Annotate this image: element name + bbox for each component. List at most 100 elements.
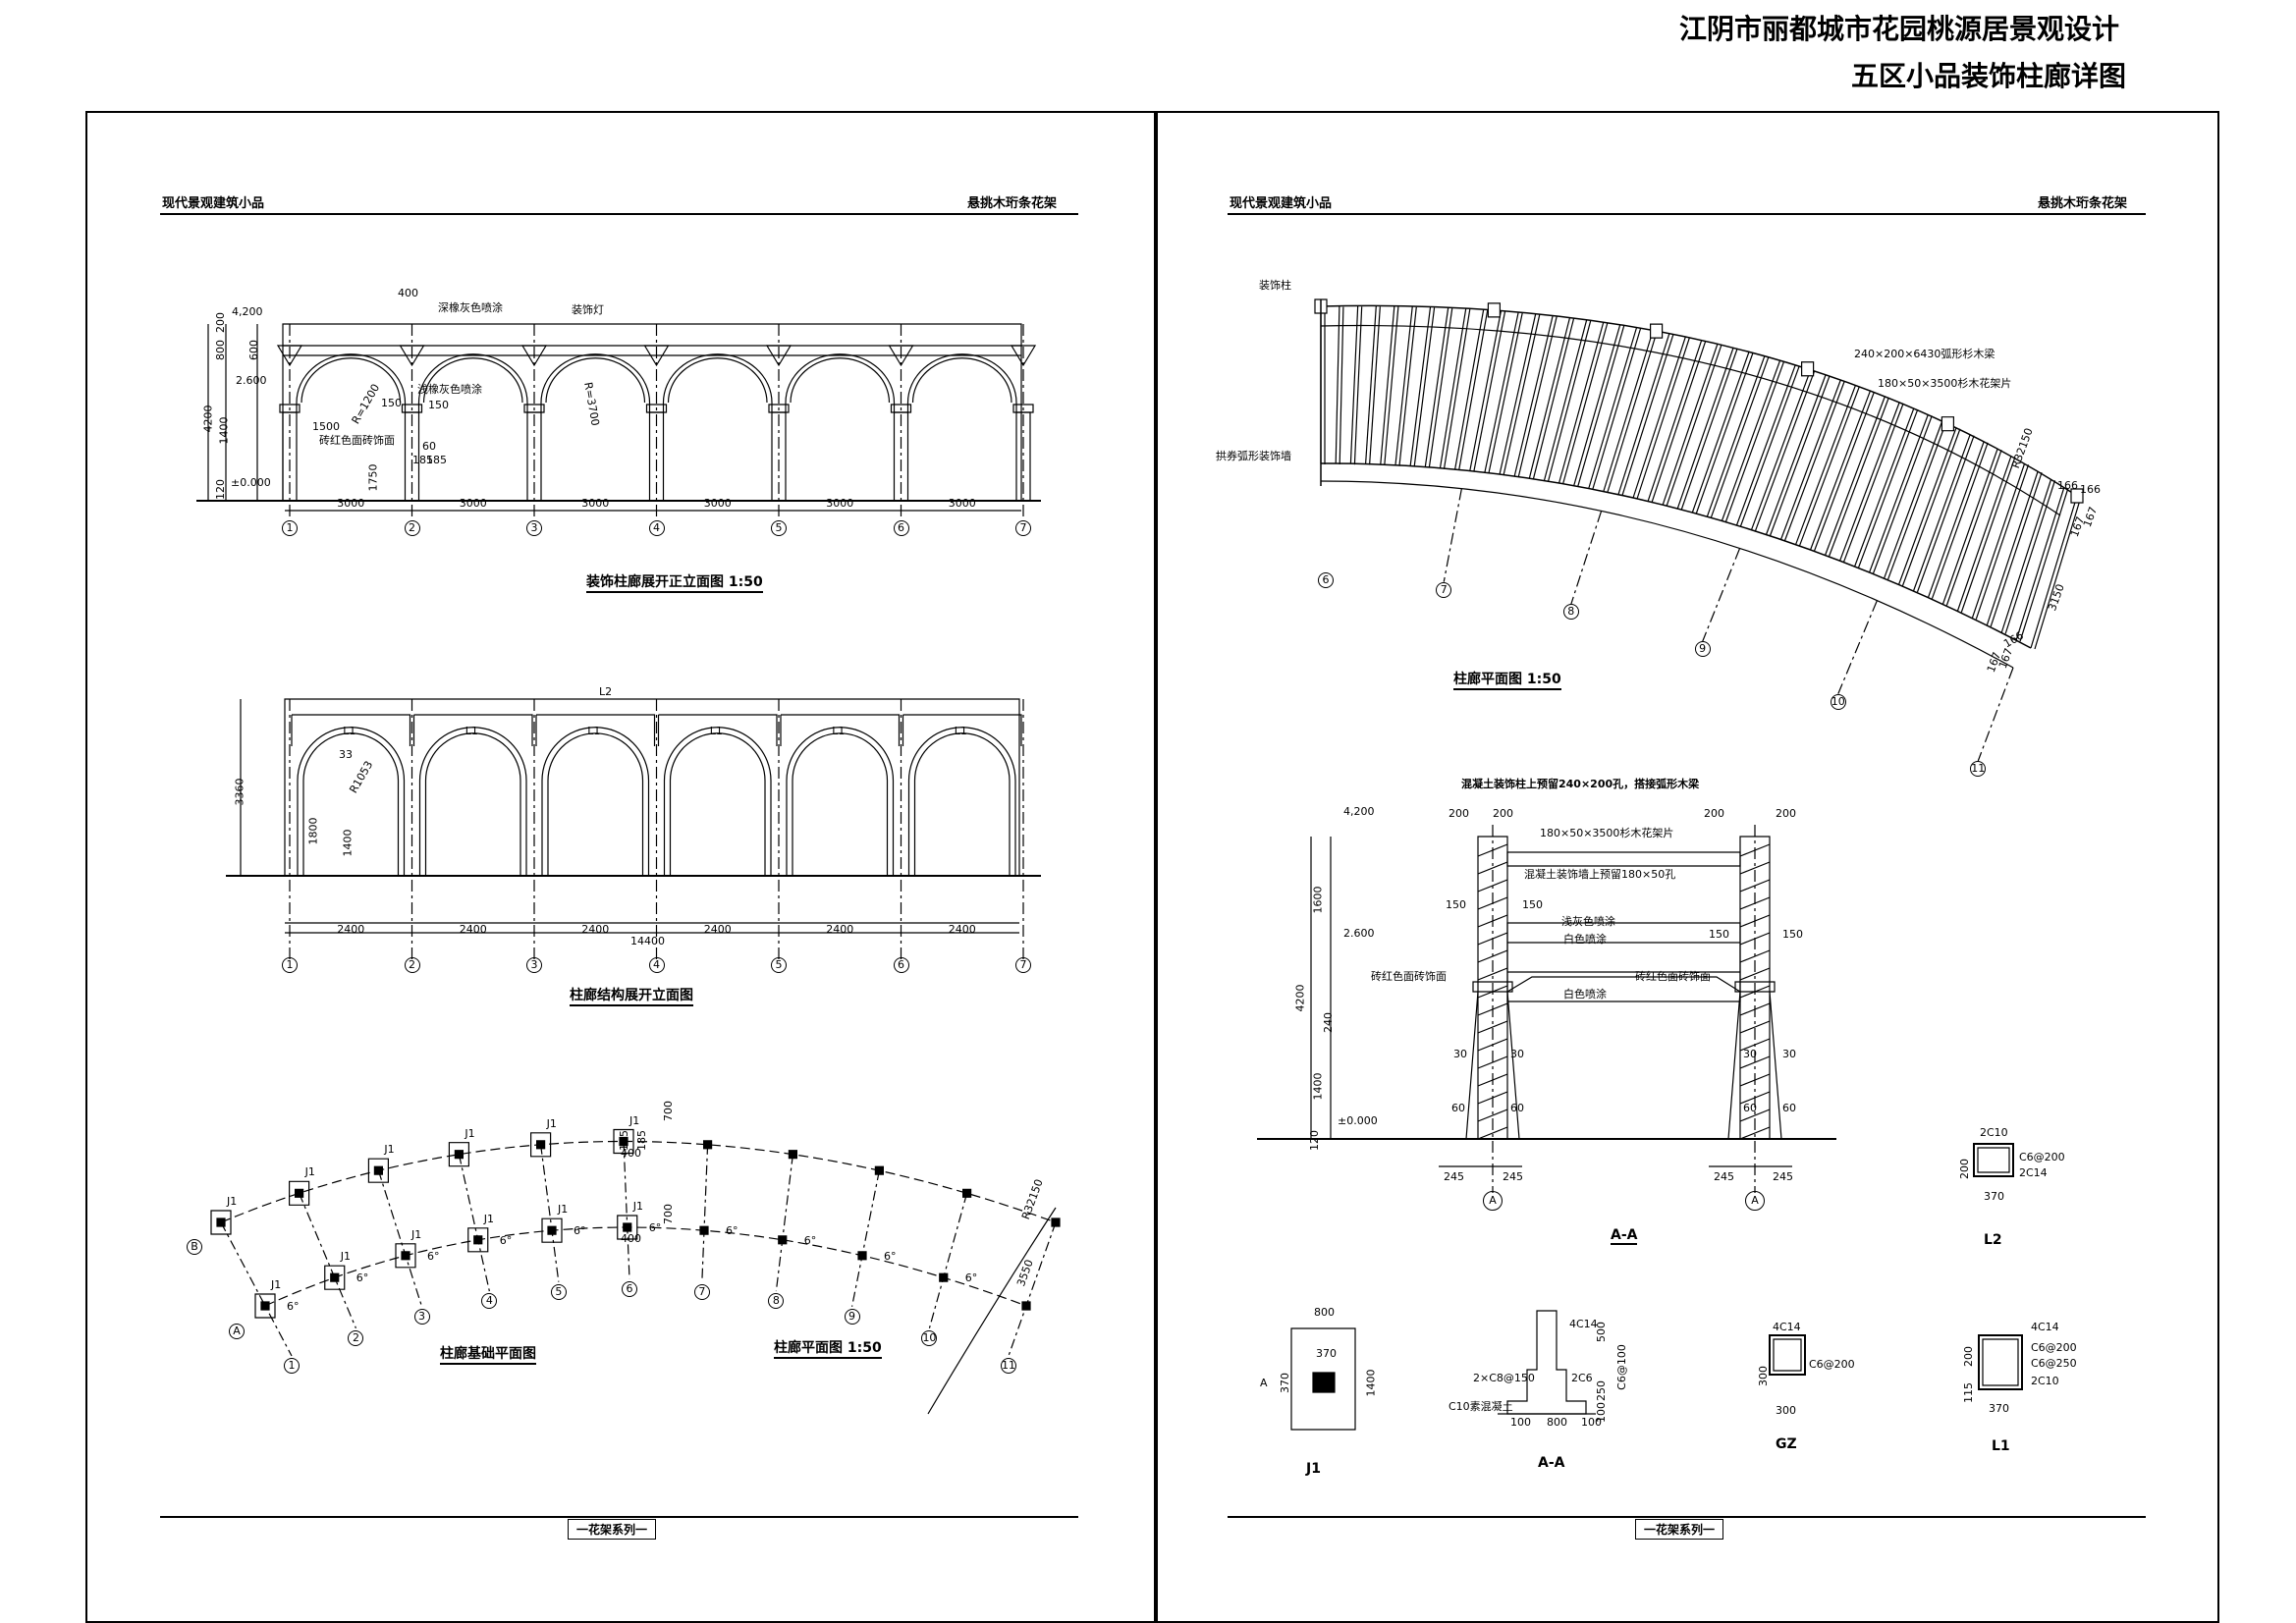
aa-w2: 800 — [1547, 1416, 1567, 1429]
section-dim-2: 200 — [1704, 807, 1724, 820]
section-axis-a-left: A — [1483, 1191, 1503, 1211]
plan-label-column: 装饰柱 — [1259, 279, 1291, 292]
l1-st2: C6@250 — [2031, 1357, 2077, 1370]
section-dim-120: 120 — [1308, 1130, 1321, 1151]
right-caption-right: 悬挑木珩条花架 — [2038, 196, 2128, 211]
structure-bay-5: 2400 — [826, 923, 854, 936]
foundation-axis-9: 9 — [844, 1308, 860, 1325]
dim-800: 800 — [214, 340, 227, 360]
structure-beam-5: L1 — [832, 725, 846, 737]
structure-bay-1: 2400 — [337, 923, 365, 936]
section-level-zero: ±0.000 — [1338, 1114, 1378, 1127]
drawing-title-line1: 江阴市丽都城市花园桃源居景观设计 — [1679, 13, 2120, 45]
footing-label-a0: J1 — [271, 1278, 282, 1291]
level-top: 4,200 — [232, 305, 263, 318]
l2-bottom: 2C14 — [2019, 1166, 2048, 1179]
structure-r-small: 33 — [339, 748, 353, 761]
structure-beam-4: L1 — [709, 725, 723, 737]
structure-l2-label: L2 — [599, 685, 613, 698]
section-dim-11: 30 — [1782, 1048, 1796, 1060]
l2-stirrup: C6@200 — [2019, 1151, 2065, 1163]
label-paint-dark: 深橡灰色喷涂 — [438, 301, 503, 314]
section-brick-left: 砖红色面砖饰面 — [1371, 970, 1447, 983]
dim-600: 600 — [247, 340, 260, 360]
foundation-dim-700a: 700 — [662, 1101, 675, 1121]
section-dim-5: 150 — [1522, 898, 1543, 911]
plan-axis-7: 7 — [1436, 581, 1452, 598]
foundation-row-a: A — [229, 1324, 245, 1339]
dim-120: 120 — [214, 479, 227, 500]
plan-axis-9: 9 — [1694, 641, 1711, 658]
label-lamp: 装饰灯 — [572, 303, 604, 316]
foundation-axis-7: 7 — [693, 1283, 710, 1300]
drawing-title-line2: 五区小品装饰柱廊详图 — [1851, 60, 2127, 92]
footing-label-b0: J1 — [227, 1195, 238, 1208]
foundation-axis-4: 4 — [481, 1293, 498, 1310]
dim-1750: 1750 — [366, 463, 380, 492]
structure-bay-3: 2400 — [581, 923, 610, 936]
section-axis-a-right: A — [1745, 1191, 1765, 1211]
dim-60: 60 — [422, 440, 436, 453]
elevation-axis-7: 7 — [1015, 520, 1031, 536]
gz-rebar: 4C14 — [1773, 1321, 1801, 1333]
section-aa-drawing — [1257, 825, 1836, 1193]
footing-label-b2: J1 — [384, 1143, 395, 1157]
sheet-left — [85, 111, 1156, 1623]
foundation-axis-10: 10 — [921, 1329, 938, 1346]
elevation-axis-3: 3 — [526, 520, 542, 536]
structure-title: 柱廊结构展开立面图 — [570, 985, 693, 1006]
section-title: A-A — [1611, 1227, 1638, 1245]
elevation-axis-1: 1 — [282, 520, 298, 536]
aa-h3: 100 — [1595, 1402, 1608, 1423]
aa-rebar-side: 2×C8@150 — [1473, 1372, 1535, 1384]
elevation-bay-5: 3000 — [826, 497, 854, 510]
aa-h1: 500 — [1595, 1322, 1608, 1342]
gz-title: GZ — [1776, 1436, 1797, 1452]
foundation-plan-drawing — [211, 1130, 1060, 1415]
footing-label-b1: J1 — [304, 1165, 315, 1179]
left-caption-right: 悬挑木珩条花架 — [967, 196, 1058, 211]
elevation-axis-4: 4 — [648, 520, 665, 536]
section-dim-12: 60 — [1451, 1102, 1465, 1114]
section-dim-15: 60 — [1782, 1102, 1796, 1114]
left-footer: 一花架系列一 — [568, 1519, 657, 1540]
footing-label-a4: J1 — [558, 1203, 569, 1217]
j1-height: 1400 — [1364, 1369, 1378, 1397]
structure-h1: 1800 — [306, 817, 320, 845]
l2-height: 200 — [1958, 1159, 1971, 1179]
gz-stirrup: C6@200 — [1809, 1358, 1855, 1371]
section-rafter: 180×50×3500杉木花架片 — [1540, 827, 1674, 839]
foundation-axis-5: 5 — [550, 1283, 567, 1300]
section-note-top: 混凝土装饰柱上预留240×200孔，搭接弧形木梁 — [1461, 778, 1700, 790]
plan-axis-6: 6 — [1318, 572, 1334, 588]
l2-width: 370 — [1984, 1190, 2004, 1203]
l1-bottom: 2C10 — [2031, 1375, 2059, 1387]
j1-inner: 370 — [1316, 1347, 1337, 1360]
structure-beam-6: L1 — [954, 725, 967, 737]
foundation-angle-8: 6° — [884, 1249, 897, 1263]
structure-beam-3: L1 — [587, 725, 601, 737]
foundation-dim-400a: 400 — [621, 1147, 641, 1160]
foundation-title: 柱廊基础平面图 — [440, 1343, 536, 1365]
section-dim-9: 30 — [1510, 1048, 1524, 1060]
pergola-plan-drawing — [1315, 299, 2083, 761]
elevation-axis-6: 6 — [893, 520, 909, 536]
foundation-axis-11: 11 — [1001, 1358, 1016, 1374]
structure-h2: 1400 — [341, 829, 355, 857]
section-dim-1: 200 — [1493, 807, 1513, 820]
dim-1400: 1400 — [217, 416, 231, 445]
level-mid: 2.600 — [236, 374, 267, 387]
l1-st1: C6@200 — [2031, 1341, 2077, 1354]
section-dim-6: 150 — [1709, 928, 1729, 941]
j1-mark: A — [1260, 1377, 1268, 1389]
dim-185b: 185 — [426, 454, 447, 466]
footing-label-b3: J1 — [465, 1126, 475, 1140]
section-dim-7: 150 — [1782, 928, 1803, 941]
structure-axis-5: 5 — [771, 957, 787, 973]
section-level-top: 4,200 — [1343, 805, 1375, 818]
right-caption-left: 现代景观建筑小品 — [1230, 196, 1333, 211]
section-brick-right: 砖红色面砖饰面 — [1635, 970, 1711, 983]
footing-label-a3: J1 — [483, 1212, 494, 1225]
foundation-axis-2: 2 — [348, 1329, 364, 1346]
